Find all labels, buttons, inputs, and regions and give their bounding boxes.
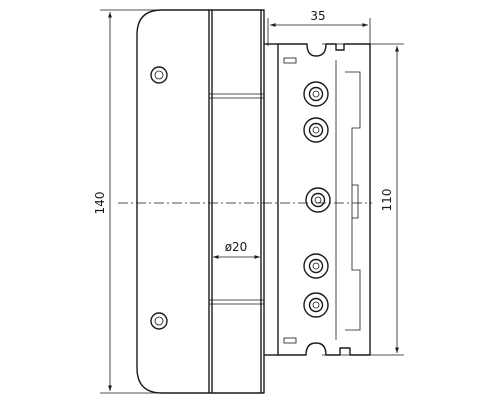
top-screw-hole-icon — [150, 66, 168, 84]
dimension-35: 35 — [267, 9, 371, 46]
adjustment-screw-4-icon — [303, 253, 329, 279]
dimension-140-label: 140 — [93, 192, 107, 215]
hinge-barrel — [208, 9, 265, 394]
bottom-screw-hole-icon — [150, 312, 168, 330]
adjustment-screw-5-icon — [303, 292, 329, 318]
adjustment-screw-1-icon — [303, 81, 329, 107]
frame-bracket — [264, 43, 371, 356]
adjustment-screw-center-icon — [305, 187, 331, 213]
adjustment-screw-2-icon — [303, 117, 329, 143]
left-hinge-leaf — [136, 9, 209, 394]
dimension-110: 110 — [322, 43, 404, 356]
dimension-35-label: 35 — [310, 9, 325, 23]
dimension-110-label: 110 — [380, 189, 394, 212]
dimension-140: 140 — [93, 9, 160, 394]
dimension-diameter-label: ø20 — [225, 240, 248, 254]
dimension-diameter: ø20 — [213, 240, 260, 259]
